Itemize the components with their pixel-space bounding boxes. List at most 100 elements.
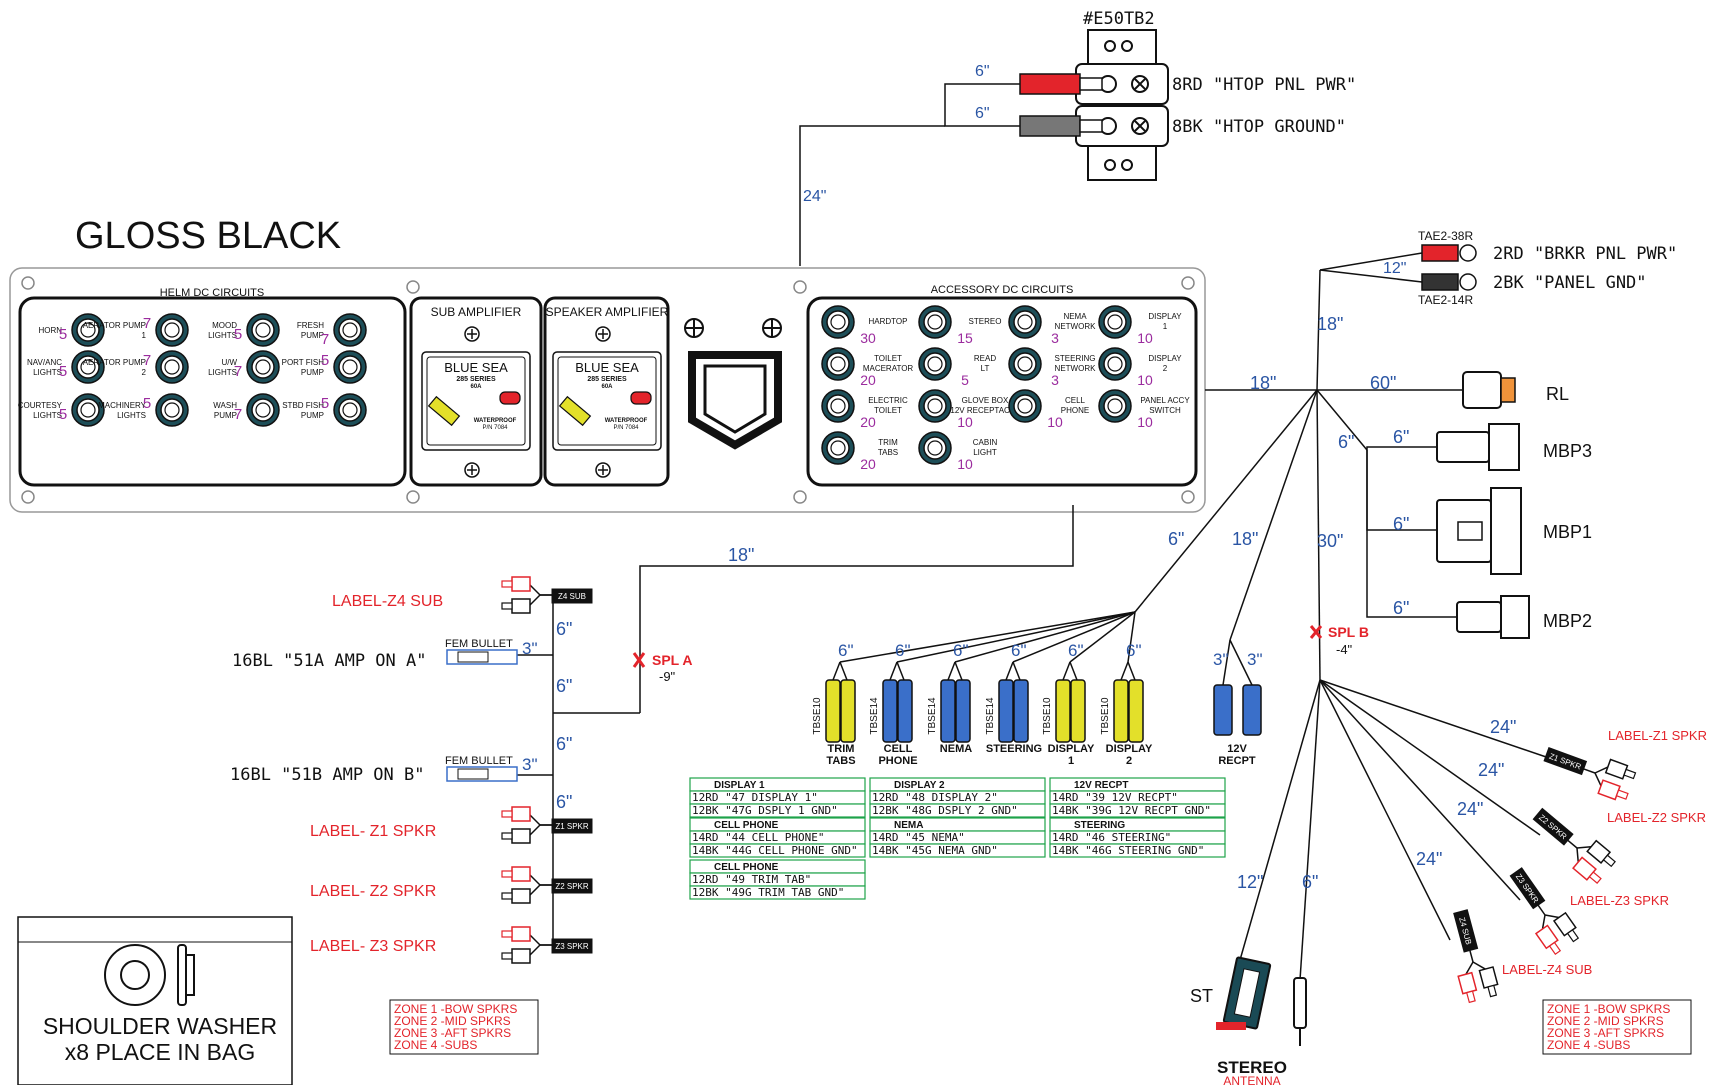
rocker-switch-icon: [1008, 347, 1042, 381]
butt-connector-pair: [825, 661, 856, 743]
ring-terminal-black: [1421, 273, 1477, 291]
length-label: 6": [556, 734, 572, 754]
breaker-brand: BLUE SEA: [444, 360, 508, 375]
helm-switch-label-line: LIGHTS: [208, 331, 237, 340]
wire-table-title: 12V RECPT: [1074, 780, 1128, 791]
breaker-reset-button[interactable]: [630, 391, 652, 405]
terminal-block: #E50TB2: [1075, 9, 1169, 181]
helm-switch-label: COURTESY LIGHTSCOURTESYLIGHTS: [18, 401, 63, 420]
connector-label: MBP3: [1543, 441, 1592, 461]
wire-label-brkr-pwr: 2RD "BRKR PNL PWR": [1493, 244, 1677, 264]
wire-table-row: 14RD "45 NEMA": [872, 831, 965, 844]
accessory-switch-amp: 10: [1137, 330, 1153, 346]
antenna-label: ANTENNA: [1223, 1074, 1280, 1085]
zone-legend-line: ZONE 1 -BOW SPKRS: [1547, 1002, 1670, 1016]
antenna-plug-icon: [1293, 977, 1307, 1046]
helm-switch-amp: 5: [321, 352, 329, 369]
rocker-switch-icon: [71, 393, 105, 427]
helm-switch-label: WASH PUMPWASHPUMP: [213, 401, 237, 420]
length-label: 6": [1011, 641, 1027, 660]
accessory-switch-label: CELL PHONECELLPHONE: [1061, 396, 1089, 415]
rocker-switch-icon: [1098, 305, 1132, 339]
speaker-label: LABEL- Z3 SPKR: [310, 938, 436, 955]
breaker-lever-icon[interactable]: [427, 395, 461, 427]
speaker-label: LABEL- Z1 SPKR: [310, 823, 436, 840]
rocker-switch-icon: [246, 393, 280, 427]
helm-switch-label-line: MOOD: [212, 321, 237, 330]
terminal-part: TAE2-14R: [1418, 293, 1473, 307]
accessory-switch-label-line: DISPLAY: [1148, 312, 1182, 321]
accessory-switch-label: TOILET MACERATORTOILETMACERATOR: [863, 354, 914, 373]
rca-plug-pair: Z2 SPKR: [501, 866, 593, 904]
accessory-switch-grid: HARDTOPHARDTOP30STEREOSTEREO15NEMA NETWO…: [821, 305, 1190, 472]
length-label: 30": [1317, 531, 1343, 551]
rocker-switch-icon: [333, 393, 367, 427]
accessory-switch-label-line: MACERATOR: [863, 364, 914, 373]
accessory-switch-amp: 10: [957, 456, 973, 472]
rocker-switch-icon: [918, 431, 952, 465]
breaker-reset-button[interactable]: [499, 391, 521, 405]
terminal-part: TAE2-38R: [1418, 229, 1473, 243]
wire-label-htop-pwr: 8RD "HTOP PNL PWR": [1172, 75, 1356, 95]
shoulder-washer-box: SHOULDER WASHER x8 PLACE IN BAG: [17, 916, 293, 1085]
splice-a-marker: [632, 652, 646, 668]
screw-icon: [762, 318, 782, 338]
connector-mbp3: [1436, 423, 1520, 471]
splice-position: -4": [1336, 642, 1353, 657]
rocker-switch-icon: [246, 350, 280, 384]
wire-table-row: 12BK "48G DSPLY 2 GND": [872, 804, 1018, 817]
stereo-connector-icon: [1216, 956, 1272, 1030]
helm-switch-label-line: LIGHTS: [33, 411, 62, 420]
helm-switch-label-line: FRESH: [297, 321, 324, 330]
fem-bullet-connector: [446, 649, 518, 665]
accessory-switch-label: READ LTREADLT: [974, 354, 996, 373]
screw-icon: [595, 326, 611, 342]
rocker-switch-icon: [333, 313, 367, 347]
amp-on-label: 16BL "51A AMP ON A": [232, 651, 426, 671]
splice-label: SPL B: [1328, 624, 1369, 640]
screw-icon: [464, 462, 480, 478]
rca-plug-pair: Z2 SPKR: [1532, 807, 1616, 884]
accessory-switch-label-line: TABS: [878, 448, 898, 457]
length-label: 6": [1338, 432, 1354, 452]
amp-on-label: 16BL "51B AMP ON B": [230, 765, 424, 785]
accessory-switch-label-line: PHONE: [1061, 406, 1089, 415]
helm-switch-label-line: PUMP: [301, 411, 324, 420]
helm-switch-label-line: PUMP: [301, 331, 324, 340]
connector-label: 2: [1126, 755, 1132, 767]
helm-switch-amp: 5: [234, 326, 242, 343]
wire-table-row: 12BK "49G TRIM TAB GND": [692, 886, 844, 899]
helm-switch-amp: 5: [321, 395, 329, 412]
helm-switch-label-line: AERATOR PUMP: [83, 321, 146, 330]
accessory-switch-label: DISPLAY 2DISPLAY2: [1148, 354, 1182, 373]
breaker-waterproof: WATERPROOF: [605, 418, 648, 424]
wire-table-row: 12BK "47G DSPLY 1 GND": [692, 804, 838, 817]
rocker-switch-icon: [71, 313, 105, 347]
length-label: 6": [556, 619, 572, 639]
breaker-series: 285 SERIES: [587, 376, 627, 383]
breaker-rating: 60A: [601, 384, 613, 390]
rca-plug-pair: Z3 SPKR: [1509, 867, 1580, 955]
accessory-switch-label-line: GLOVE BOX: [962, 396, 1009, 405]
zone-legend-line: ZONE 1 -BOW SPKRS: [394, 1002, 517, 1016]
rocker-switch-icon: [71, 350, 105, 384]
right-speaker-wires: [1239, 679, 1556, 981]
sub-amp-title: SUB AMPLIFIER: [431, 305, 522, 319]
connector-part: TBSE10: [812, 697, 823, 735]
length-label: 3": [522, 639, 538, 658]
speaker-label: LABEL-Z3 SPKR: [1570, 893, 1669, 908]
rocker-switch-icon: [155, 313, 189, 347]
length-label: 6": [556, 792, 572, 812]
stereo-label: STEREO: [1217, 1058, 1287, 1077]
connector-label: TABS: [826, 755, 855, 767]
wire-table-row: 14BK "44G CELL PHONE GND": [692, 844, 858, 857]
breaker-lever-icon[interactable]: [558, 395, 592, 427]
